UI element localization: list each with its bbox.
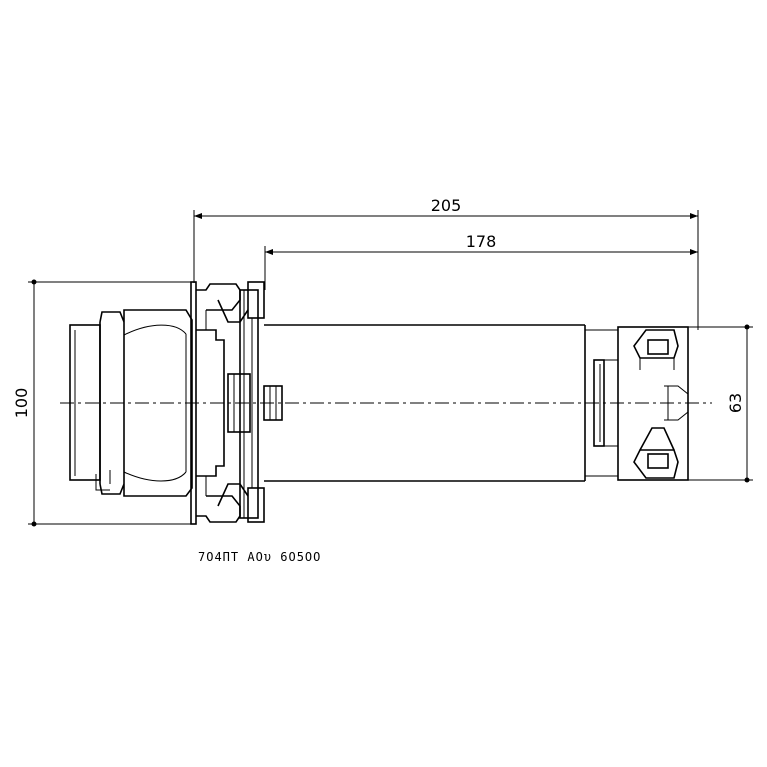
dimension-label-205: 205 — [431, 196, 462, 215]
clamp-nut — [69, 309, 193, 497]
dimension-body-length: 178 — [264, 232, 698, 290]
tool-body — [264, 324, 586, 482]
flange — [190, 281, 283, 525]
boring-head — [585, 326, 689, 481]
dimension-overall-length: 205 — [193, 196, 699, 330]
dimension-head-diameter: 63 — [685, 324, 753, 483]
dimension-flange-diameter: 100 — [12, 279, 194, 527]
part-number-label: 7Ο4ΠΤ ΑΟυ 6Ο5ΟΟ — [198, 550, 321, 564]
dimension-label-63: 63 — [726, 393, 745, 413]
dimension-label-178: 178 — [466, 232, 497, 251]
dimension-label-100: 100 — [12, 388, 31, 419]
